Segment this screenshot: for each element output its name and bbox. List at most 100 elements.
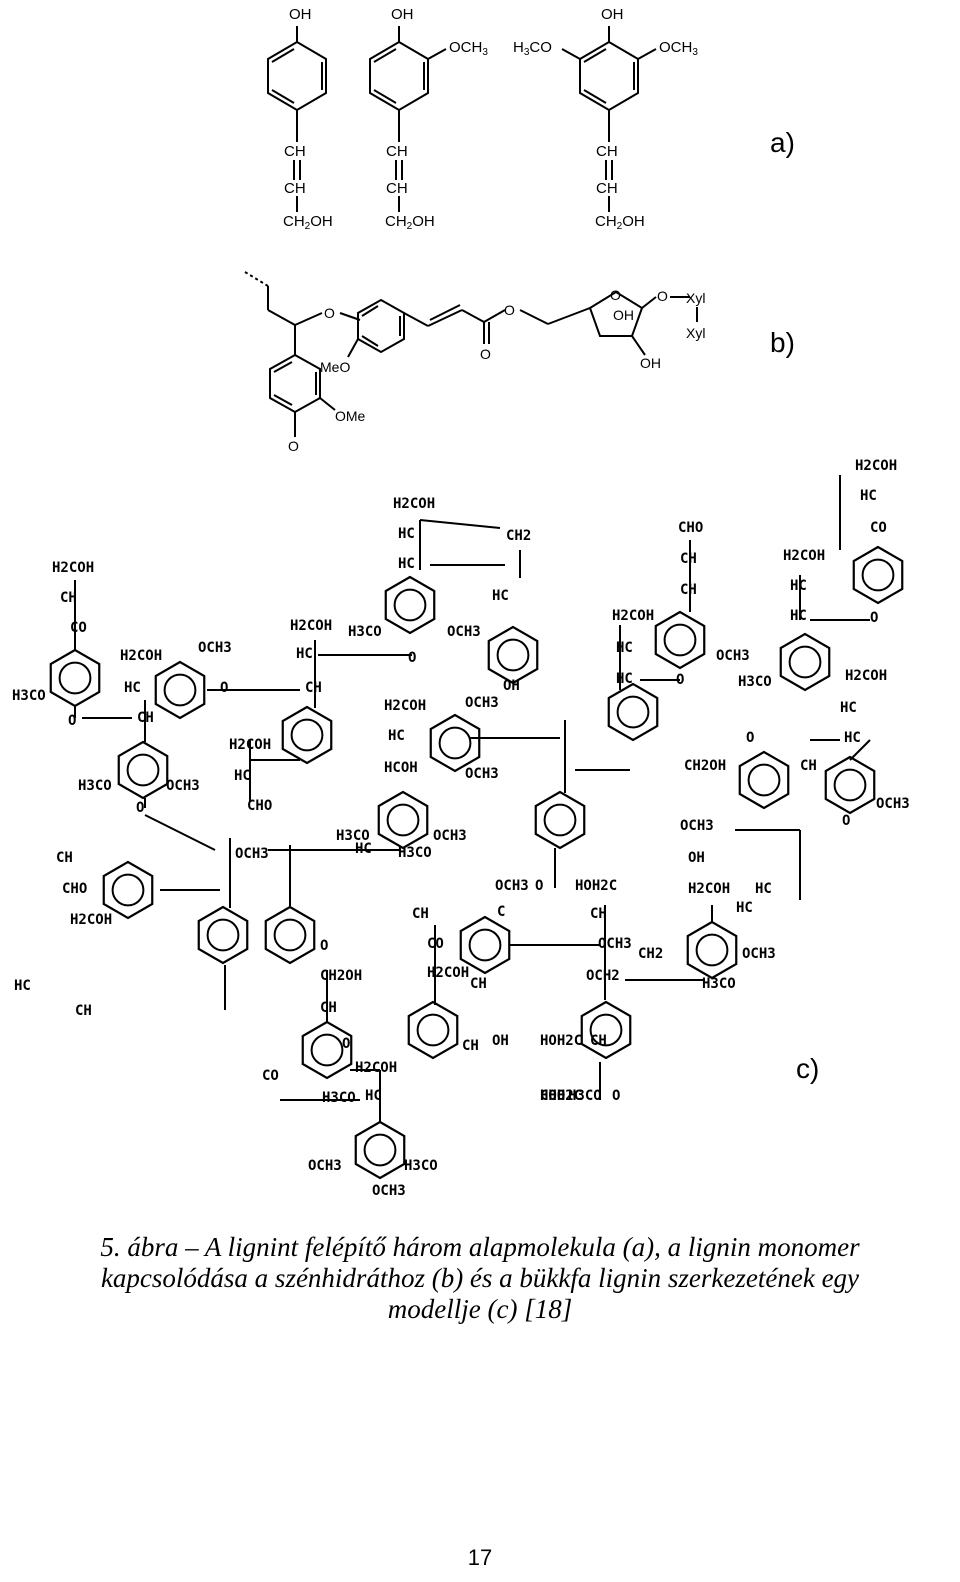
panel-label-a: a) (770, 127, 795, 158)
svg-text:CH: CH (386, 180, 408, 197)
panel-c-label: H3CO (568, 1088, 602, 1104)
caption-line-3: modellje (c) [18] (387, 1294, 573, 1324)
panel-c-label: H3CO (336, 828, 370, 844)
panel-c-label: CHO (678, 520, 703, 536)
panel-c-label: O (408, 650, 416, 666)
panel-b-labels: O MeO OMe O O O O OH O Xyl Xyl OH (288, 287, 705, 454)
aromatic-circle (126, 753, 160, 787)
aromatic-circle (111, 873, 145, 907)
aromatic-circle (861, 558, 895, 592)
benzene-ring (852, 545, 904, 605)
benzene-ring (654, 610, 706, 670)
aromatic-circle (663, 623, 697, 657)
svg-text:OH: OH (613, 307, 634, 323)
aromatic-circle (58, 661, 92, 695)
aromatic-circle (438, 726, 472, 760)
benzene-ring (534, 790, 586, 850)
bond-line (144, 814, 216, 851)
panel-c-label: HC (492, 588, 509, 604)
panel-c-label: CH (800, 758, 817, 774)
panel-c-label: HOH2C (575, 878, 617, 894)
benzene-ring (429, 713, 481, 773)
panel-c-label: HC (736, 900, 753, 916)
panel-c-label: H2COH (70, 912, 112, 928)
aromatic-circle (496, 638, 530, 672)
aromatic-circle (206, 918, 240, 952)
panel-b-structure (244, 271, 698, 437)
panel-a-ring-3 (561, 26, 657, 212)
benzene-ring (459, 915, 511, 975)
panel-c-label: CHO (247, 798, 272, 814)
aromatic-circle (386, 803, 420, 837)
panel-label-c: c) (796, 1053, 819, 1084)
figure-caption: 5. ábra – A lignint felépítő három alapm… (20, 1232, 940, 1325)
panel-c-label: CH (60, 590, 77, 606)
panel-c-label: H2COH (384, 698, 426, 714)
svg-text:CH2OH: CH2OH (385, 213, 435, 232)
panel-a-ring-1 (267, 26, 327, 212)
figure: OH CH CH CH2OH OH OCH3 CH CH CH2OH OH H3… (12, 6, 910, 1199)
svg-text:O: O (657, 288, 668, 304)
panel-c-label: O (136, 800, 144, 816)
panel-c-label: O (612, 1088, 620, 1104)
panel-c-label: CH (462, 1038, 479, 1054)
panel-c-label: OCH3 (598, 936, 632, 952)
aromatic-circle (747, 763, 781, 797)
aromatic-circle (393, 588, 427, 622)
panel-c-label: CH2 (506, 528, 531, 544)
aromatic-circle (273, 918, 307, 952)
svg-text:Xyl: Xyl (686, 325, 705, 341)
panel-c-label: H2COH (783, 548, 825, 564)
benzene-ring (384, 575, 436, 635)
svg-text:O: O (610, 287, 621, 303)
panel-c-label: OCH3 (495, 878, 529, 894)
panel-c-label: OCH3 (308, 1158, 342, 1174)
svg-text:CH2OH: CH2OH (283, 213, 333, 232)
aromatic-circle (788, 645, 822, 679)
panel-c-label: HC (296, 646, 313, 662)
panel-c-label: CH2OH (684, 758, 726, 774)
bond-line (849, 739, 871, 761)
svg-text:CH: CH (284, 180, 306, 197)
panel-c-label: OCH2 (586, 968, 620, 984)
panel-c-label: O (342, 1036, 350, 1052)
panel-c-label: CH (305, 680, 322, 696)
panel-c-label: H3CO (348, 624, 382, 640)
aromatic-circle (163, 673, 197, 707)
panel-c-label: CO (262, 1068, 279, 1084)
panel-c-label: HC (790, 608, 807, 624)
panel-c-label: OCH3 (235, 846, 269, 862)
panel-c-label: HOH2C (540, 1088, 582, 1104)
caption-line-2: kapcsolódása a szénhidráthoz (b) és a bü… (100, 1263, 860, 1293)
benzene-ring (487, 625, 539, 685)
panel-c-label: OCH3 (465, 766, 499, 782)
svg-text:H3CO: H3CO (513, 39, 552, 58)
benzene-ring (607, 682, 659, 742)
caption-line-1: 5. ábra – A lignint felépítő három alapm… (100, 1232, 860, 1262)
benzene-ring (354, 1120, 406, 1180)
benzene-ring (102, 860, 154, 920)
panel-c-label: CH (320, 1000, 337, 1016)
label-oh: OH (289, 6, 312, 23)
aromatic-circle (290, 718, 324, 752)
benzene-ring (301, 1020, 353, 1080)
lignin-structure-figure: OH CH CH CH2OH OH OCH3 CH CH CH2OH OH H3… (12, 6, 910, 1199)
panel-c-label: CH (590, 906, 607, 922)
svg-text:CH: CH (284, 143, 306, 160)
svg-text:CH2OH: CH2OH (595, 213, 645, 232)
panel-c-label: OCH3 (742, 946, 776, 962)
benzene-ring (197, 905, 249, 965)
panel-c-label: CH (412, 906, 429, 922)
panel-c-label: H2COH (52, 560, 94, 576)
benzene-ring (377, 790, 429, 850)
panel-c-label: HC (860, 488, 877, 504)
panel-c-label: OH (688, 850, 705, 866)
panel-c-label: OH (492, 1033, 509, 1049)
panel-c-label: CH2 (638, 946, 663, 962)
panel-c-label: HC (790, 578, 807, 594)
panel-c-label: CH2OH (320, 968, 362, 984)
benzene-ring (580, 1000, 632, 1060)
panel-c-label: HC (616, 671, 633, 687)
aromatic-circle (468, 928, 502, 962)
